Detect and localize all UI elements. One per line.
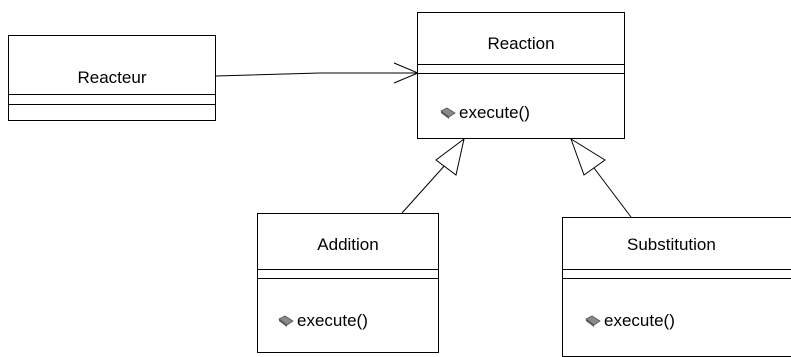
method-icon xyxy=(278,315,294,327)
generalization-addition-reaction xyxy=(401,137,465,214)
class-reaction[interactable]: Reaction execute() xyxy=(417,12,625,139)
compartment-divider xyxy=(258,278,438,279)
compartment-divider xyxy=(9,104,215,105)
class-name: Addition xyxy=(317,235,379,254)
class-name: Reaction xyxy=(487,34,555,53)
generalization-substitution-reaction xyxy=(570,137,632,218)
class-addition[interactable]: Addition execute() xyxy=(257,213,439,353)
operation-label: execute() xyxy=(459,103,530,122)
compartment-divider xyxy=(9,94,215,95)
association-reacteur-reaction xyxy=(215,62,420,84)
compartment-divider xyxy=(418,73,624,74)
diagram-canvas xyxy=(215,62,632,218)
method-icon xyxy=(585,315,601,327)
class-name: Substitution xyxy=(627,235,716,254)
operation-execute: execute() xyxy=(440,103,530,123)
class-name: Reacteur xyxy=(77,68,147,87)
compartment-divider xyxy=(258,269,438,270)
method-icon xyxy=(440,107,456,119)
compartment-divider xyxy=(418,64,624,65)
operation-execute: execute() xyxy=(585,311,675,331)
compartment-divider xyxy=(563,278,791,279)
operation-label: execute() xyxy=(297,311,368,330)
class-reacteur[interactable]: Reacteur xyxy=(8,35,216,121)
operation-execute: execute() xyxy=(278,311,368,331)
hollow-triangle-arrowhead xyxy=(570,137,606,176)
hollow-triangle-arrowhead xyxy=(435,137,465,176)
class-substitution[interactable]: Substitution execute() xyxy=(562,217,791,357)
operation-label: execute() xyxy=(604,311,675,330)
compartment-divider xyxy=(563,269,791,270)
